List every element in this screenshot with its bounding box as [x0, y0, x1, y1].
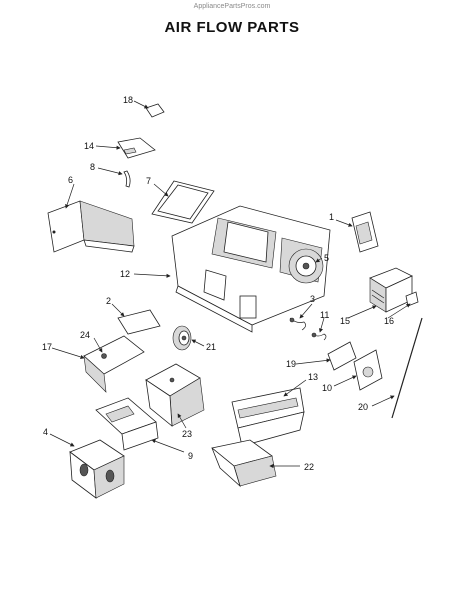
callout-6: 6 [68, 175, 73, 185]
part-19-damper [327, 341, 357, 371]
callout-1: 1 [329, 212, 334, 222]
callout-20: 20 [358, 402, 368, 412]
callout-12: 12 [120, 269, 130, 279]
part-5-blower-wheel [288, 248, 324, 284]
part-20-rod [391, 317, 423, 419]
part-14-plate [117, 137, 156, 159]
callout-4: 4 [43, 427, 48, 437]
part-10-knob-plate [353, 349, 383, 391]
watermark: AppliancePartsPros.com [193, 3, 271, 10]
callout-22: 22 [304, 462, 314, 472]
callout-24: 24 [80, 330, 90, 340]
callout-23: 23 [182, 429, 192, 439]
part-8-strip [123, 170, 131, 188]
callout-5: 5 [324, 253, 329, 263]
part-23-duct-elbow [145, 363, 205, 427]
part-1-bracket [351, 211, 379, 253]
callout-13: 13 [308, 372, 318, 382]
callout-8: 8 [90, 162, 95, 172]
part-12-air-base-housing [171, 205, 331, 333]
part-7-filter-frame [151, 180, 215, 224]
callout-9: 9 [188, 451, 193, 461]
part-17-duct-cover [83, 335, 145, 393]
callout-14: 14 [84, 141, 94, 151]
part-6-duct-panel [47, 200, 135, 253]
callout-15: 15 [340, 316, 350, 326]
page-title: AIR FLOW PARTS [164, 19, 300, 36]
callout-16: 16 [384, 316, 394, 326]
part-2-sheet [117, 309, 161, 335]
part-22-lower-duct [211, 439, 277, 488]
part-4-box-bracket [69, 439, 125, 499]
callout-7: 7 [146, 176, 151, 186]
callout-17: 17 [42, 342, 52, 352]
callout-2: 2 [106, 296, 111, 306]
part-9-bracket-assembly [95, 397, 159, 451]
callout-21: 21 [206, 342, 216, 352]
callout-3: 3 [310, 294, 315, 304]
part-11-sensor [311, 332, 327, 341]
callout-10: 10 [322, 383, 332, 393]
leader-lines [49, 100, 411, 469]
part-3-sensor [289, 317, 306, 331]
callout-18: 18 [123, 95, 133, 105]
part-18-label [145, 103, 165, 118]
part-16-clip [405, 291, 419, 307]
callout-19: 19 [286, 359, 296, 369]
callout-labels: 18 14 8 6 7 12 1 5 2 3 11 15 16 24 17 21… [42, 95, 394, 472]
part-15-motor [369, 267, 413, 313]
part-24-screw [101, 353, 107, 359]
part-13-grille-duct [231, 387, 305, 447]
part-21-fan [172, 325, 192, 351]
callout-11: 11 [320, 310, 329, 320]
